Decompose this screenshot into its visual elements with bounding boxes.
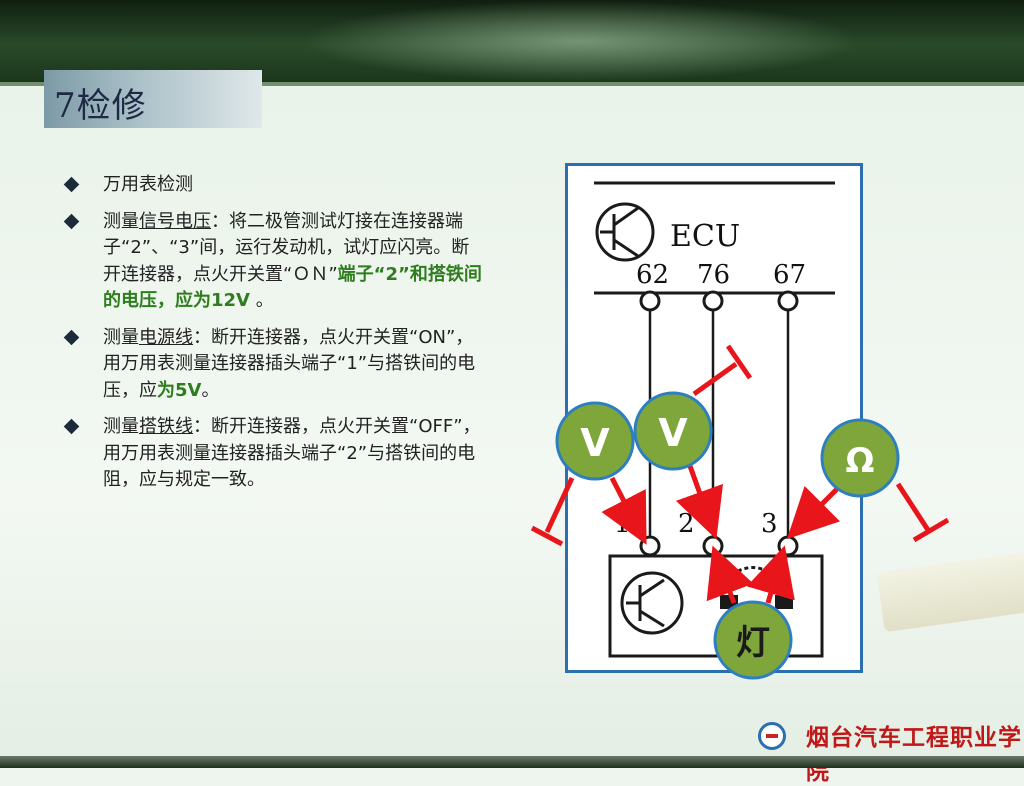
arrow-line xyxy=(706,545,754,604)
meter-label: V xyxy=(658,411,688,455)
ecu-pin-label: 67 xyxy=(773,260,806,290)
bullet-text: ：断开连接器，点火开关置“ON”，用万用表测量连接器插头端子“1”与搭铁间的电压… xyxy=(103,326,476,401)
bullet-suffix: 。 xyxy=(249,290,274,311)
arrow-line xyxy=(895,482,931,532)
connector-pin-label: 3 xyxy=(761,509,778,539)
bullet-text: ：断开连接器，点火开关置“OFF”，用万用表测量连接器插头端子“2”与搭铁间的电… xyxy=(103,416,481,490)
lamp-symbol xyxy=(731,566,775,577)
bullet-keyword: 电源线 xyxy=(139,326,193,348)
bullet-item: 测量搭铁线：断开连接器，点火开关置“OFF”，用万用表测量连接器插头端子“2”与… xyxy=(63,414,486,494)
bullet-list: 万用表检测 测量信号电压：将二极管测试灯接在连接器端子“2”、“3”间，运行发动… xyxy=(63,172,486,504)
ecu-pin-terminal xyxy=(777,290,799,312)
header-glow xyxy=(300,0,860,82)
lamp-terminal xyxy=(775,595,793,609)
title-box xyxy=(44,70,262,128)
school-name: 烟台汽车工程职业学院 xyxy=(806,724,1022,785)
meter-label: V xyxy=(580,421,610,465)
bullet-item: 测量信号电压：将二极管测试灯接在连接器端子“2”、“3”间，运行发动机，试灯应闪… xyxy=(63,209,486,315)
arrow-line xyxy=(601,476,647,545)
bullet-item: 测量电源线：断开连接器，点火开关置“ON”，用万用表测量连接器插头端子“1”与搭… xyxy=(63,325,486,405)
arrow-line xyxy=(675,465,723,540)
ground-symbol xyxy=(912,517,950,543)
test-lamp: 灯 xyxy=(713,600,793,680)
ground-symbol xyxy=(725,344,753,380)
bullet-emphasis: 为5V xyxy=(157,379,202,401)
connector-pin-terminal xyxy=(702,535,724,557)
connector-pin-label: 2 xyxy=(678,509,695,539)
ecu-pin-label: 62 xyxy=(636,260,669,290)
arrow-line xyxy=(544,476,575,534)
transistor-icon xyxy=(595,202,655,262)
ecu-pin-terminal xyxy=(702,290,724,312)
bullet-text: 万用表检测 xyxy=(103,174,193,195)
sensor-transistor-icon xyxy=(620,571,684,635)
lamp-label: 灯 xyxy=(736,623,770,663)
voltmeter-2: V xyxy=(633,391,713,471)
bullet-suffix: 。 xyxy=(201,379,220,401)
arrow-line xyxy=(692,361,738,397)
school-logo-icon xyxy=(758,722,786,750)
bullet-prefix: 测量 xyxy=(103,326,139,348)
ecu-pin-terminal xyxy=(639,290,661,312)
voltmeter-1: V xyxy=(555,401,635,481)
bullet-keyword: 搭铁线 xyxy=(139,416,193,437)
connector-pin-terminal xyxy=(639,535,661,557)
bullet-emphasis: 端子“2”和搭铁间的电压，应为12V xyxy=(103,263,482,312)
bullet-prefix: 测量 xyxy=(103,416,139,437)
bullet-keyword: 信号电压 xyxy=(139,210,211,232)
arrow-line xyxy=(786,486,840,540)
ecu-label: ECU xyxy=(670,219,740,254)
connector-pin-terminal xyxy=(777,535,799,557)
slide-title: 7检修 xyxy=(54,86,147,126)
bullet-text: ：将二极管测试灯接在连接器端子“2”、“3”间，运行发动机，试灯应闪亮。断开连接… xyxy=(103,210,470,285)
footer-band xyxy=(0,756,1024,768)
meter-label: Ω xyxy=(846,441,875,481)
bullet-prefix: 测量 xyxy=(103,210,139,232)
arrow-line xyxy=(746,545,795,604)
bullet-item: 万用表检测 xyxy=(63,172,486,199)
ground-symbol xyxy=(530,525,564,547)
wiring-diagram: ECU 62 76 67 1 2 3 xyxy=(530,181,950,680)
header-stripe xyxy=(0,82,1024,86)
ohmmeter: Ω xyxy=(820,418,900,498)
ecu-pin-label: 76 xyxy=(697,260,730,290)
